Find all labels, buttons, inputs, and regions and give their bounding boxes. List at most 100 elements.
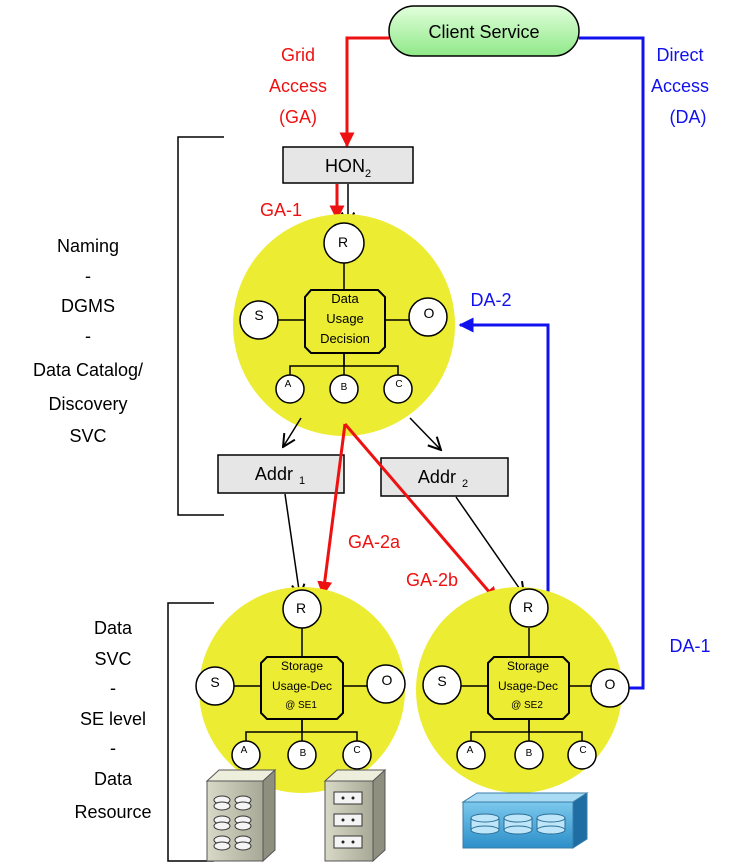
top-r-label: R bbox=[338, 234, 348, 250]
se2-c-port bbox=[567, 740, 597, 770]
ga2b-arrow bbox=[343, 423, 499, 603]
disk-array-server-icon bbox=[205, 768, 277, 863]
grid-access-label-1: Grid bbox=[281, 45, 315, 65]
hon-subscript: 2 bbox=[365, 168, 371, 180]
file-cabinet-server-icon bbox=[323, 768, 387, 863]
se1-center-line-1: Usage-Dec bbox=[272, 679, 332, 693]
se1-s-label: S bbox=[210, 674, 219, 690]
se2-a-label: A bbox=[467, 745, 474, 756]
top-center-line-2: Decision bbox=[320, 331, 370, 346]
naming-line-3: - bbox=[85, 326, 91, 346]
da2-label: DA-2 bbox=[470, 290, 511, 310]
naming-block-text: Naming - DGMS - Data Catalog/ Discovery … bbox=[33, 236, 143, 446]
se1-s-port bbox=[195, 666, 235, 706]
grid-access-label-2: Access bbox=[269, 76, 327, 96]
se2-o-label: O bbox=[605, 676, 616, 692]
storage-array-icon bbox=[461, 792, 589, 849]
data-line-4: - bbox=[110, 738, 116, 758]
ga2a-arrow bbox=[317, 423, 347, 597]
da1-label: DA-1 bbox=[669, 636, 710, 656]
naming-line-6: SVC bbox=[69, 426, 106, 446]
naming-line-4: Data Catalog/ bbox=[33, 360, 143, 380]
se2-c-label: C bbox=[579, 745, 586, 756]
storage-se1-node: Storage Usage-Dec @ SE1 R S O A B C bbox=[195, 587, 406, 793]
se1-c-label: C bbox=[353, 745, 360, 756]
data-line-6: Resource bbox=[74, 802, 151, 822]
se2-center-line-1: Usage-Dec bbox=[498, 679, 558, 693]
se1-a-label: A bbox=[241, 745, 248, 756]
se2-r-label: R bbox=[523, 599, 533, 615]
se1-b-port bbox=[287, 740, 317, 770]
se1-r-port bbox=[282, 589, 322, 629]
data-block-text: Data SVC - SE level - Data Resource bbox=[74, 618, 151, 822]
data-line-5: Data bbox=[94, 769, 133, 789]
se1-c-port bbox=[342, 740, 372, 770]
da2-arrow bbox=[458, 317, 550, 596]
se2-center-line-2: @ SE2 bbox=[511, 700, 543, 711]
ga1-label: GA-1 bbox=[260, 200, 302, 220]
top-s-label: S bbox=[254, 307, 263, 323]
direct-access-arrow bbox=[579, 36, 645, 696]
se1-b-label: B bbox=[300, 748, 307, 759]
data-line-0: Data bbox=[94, 618, 133, 638]
client-service-node: Client Service bbox=[388, 5, 580, 57]
se1-a-port bbox=[231, 740, 261, 770]
top-b-label: B bbox=[341, 382, 348, 393]
naming-line-2: DGMS bbox=[61, 296, 115, 316]
se2-o-port bbox=[590, 668, 630, 708]
client-service-label: Client Service bbox=[428, 22, 539, 42]
top-b-port bbox=[329, 374, 359, 404]
addr1-to-se1-arrow bbox=[284, 493, 300, 597]
hon-box: HON2 bbox=[282, 146, 414, 184]
ga2a-label: GA-2a bbox=[348, 532, 401, 552]
se2-s-port bbox=[422, 665, 462, 705]
direct-access-label-2: Access bbox=[651, 76, 709, 96]
top-c-label: C bbox=[395, 379, 402, 390]
node-to-addr2-arrow bbox=[409, 417, 441, 450]
grid-access-label-3: (GA) bbox=[279, 107, 317, 127]
data-line-3: SE level bbox=[80, 709, 146, 729]
se1-center-line-0: Storage bbox=[281, 659, 323, 673]
top-a-port bbox=[275, 374, 305, 404]
top-o-label: O bbox=[424, 305, 435, 321]
storage-se2-node: Storage Usage-Dec @ SE2 R S O A B C bbox=[416, 587, 630, 793]
se1-o-label: O bbox=[382, 672, 393, 688]
se2-a-port bbox=[456, 740, 486, 770]
data-bracket bbox=[167, 602, 214, 862]
ga2b-label: GA-2b bbox=[406, 570, 458, 590]
naming-bracket bbox=[177, 136, 224, 516]
se2-center-line-0: Storage bbox=[507, 659, 549, 673]
top-s-port bbox=[239, 300, 279, 340]
se2-b-port bbox=[514, 740, 544, 770]
hon-label: HON bbox=[325, 156, 365, 176]
se2-s-label: S bbox=[437, 673, 446, 689]
data-line-2: - bbox=[110, 678, 116, 698]
se1-o-port bbox=[366, 664, 406, 704]
addr1-subscript: 1 bbox=[299, 475, 305, 487]
top-center-line-1: Usage bbox=[326, 311, 364, 326]
top-r-port bbox=[323, 222, 365, 264]
addr2-label: Addr bbox=[418, 467, 456, 487]
top-c-port bbox=[383, 374, 413, 404]
grid-access-arrow bbox=[339, 36, 389, 148]
svg-text:HON2: HON2 bbox=[325, 156, 371, 180]
se2-b-label: B bbox=[526, 748, 533, 759]
addr2-to-se2-arrow bbox=[455, 496, 524, 595]
top-center-line-0: Data bbox=[331, 291, 359, 306]
naming-line-5: Discovery bbox=[48, 394, 127, 414]
data-usage-decision-node: Data Usage Decision R S O A B C bbox=[233, 214, 455, 436]
top-a-label: A bbox=[285, 379, 292, 390]
top-o-port bbox=[408, 297, 448, 337]
data-line-1: SVC bbox=[94, 649, 131, 669]
naming-line-1: - bbox=[85, 266, 91, 286]
direct-access-label-1: Direct bbox=[656, 45, 703, 65]
se1-r-label: R bbox=[296, 600, 306, 616]
naming-line-0: Naming bbox=[57, 236, 119, 256]
se1-center-line-2: @ SE1 bbox=[285, 700, 317, 711]
node-to-addr1-arrow bbox=[283, 417, 302, 447]
se2-r-port bbox=[509, 588, 549, 628]
